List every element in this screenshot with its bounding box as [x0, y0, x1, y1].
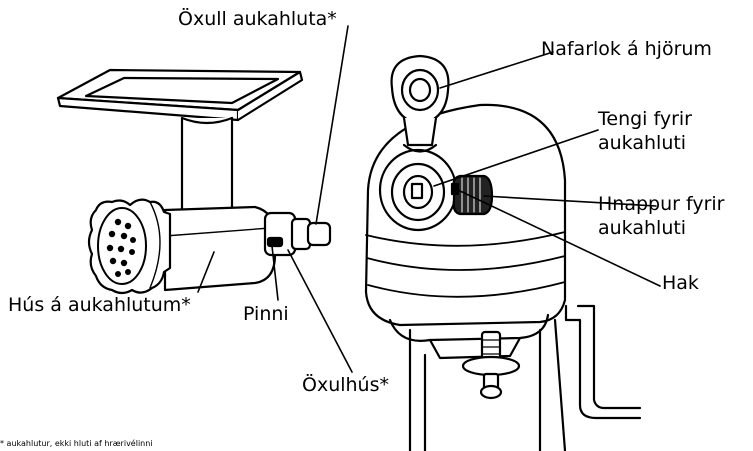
label-accessory-knob-line2: aukahluti [598, 217, 687, 239]
axle-tip [306, 221, 332, 247]
label-notch: Hak [662, 272, 699, 294]
accessory-knob [452, 174, 494, 216]
label-pin: Pinni [243, 303, 289, 325]
label-accessory-housing: Hús á aukahlutum* [8, 294, 191, 316]
mixer-head [364, 54, 642, 451]
bowl-lift-handle [564, 304, 642, 420]
plate-holes [106, 218, 136, 277]
label-axle-housing: Öxulhús* [302, 374, 390, 396]
pin-part [266, 236, 284, 248]
barrel [163, 205, 277, 292]
label-axle-accessory: Öxull aukahluta* [178, 8, 337, 30]
footnote: * aukahlutur, ekki hluti af hrærivélinni [0, 439, 153, 448]
label-hinged-hub-cover: Nafarlok á hjörum [541, 38, 712, 60]
leader-lines [197, 25, 661, 373]
label-accessory-socket-line1: Tengi fyrir [598, 108, 692, 130]
label-accessory-knob-line1: Hnappur fyrir [598, 193, 725, 215]
notch-part [450, 182, 460, 196]
grinder-accessory [56, 68, 332, 295]
label-accessory-socket-line2: aukahluti [598, 132, 687, 154]
axle-collar [263, 211, 297, 257]
